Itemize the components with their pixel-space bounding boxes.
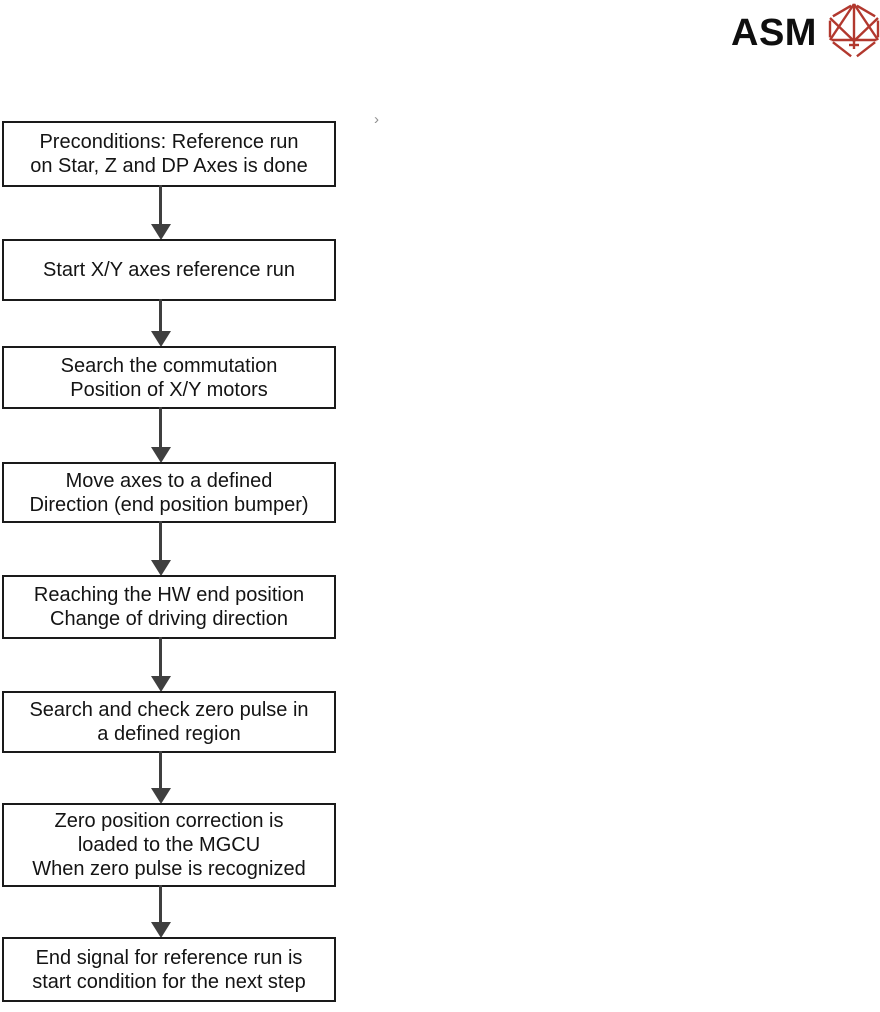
flow-arrow-line bbox=[159, 407, 162, 453]
flow-arrow-line bbox=[159, 885, 162, 928]
flow-arrow-head bbox=[150, 788, 171, 804]
flow-step-text: Start X/Y axes reference run bbox=[43, 259, 295, 281]
flow-step-text: Position of X/Y motors bbox=[70, 378, 268, 401]
flow-step-text: start condition for the next step bbox=[32, 970, 306, 993]
flow-step-text: Change of driving direction bbox=[50, 608, 288, 630]
flow-arrow-line bbox=[159, 751, 162, 794]
flow-arrow-line bbox=[159, 521, 162, 566]
flow-arrow-head bbox=[150, 560, 171, 576]
chevron-right-icon: › bbox=[374, 111, 379, 128]
flow-step-text: Search and check zero pulse in bbox=[29, 699, 309, 721]
flow-step-text: Zero position correction is bbox=[54, 810, 284, 832]
flow-step-text: Direction (end position bumper) bbox=[29, 493, 309, 516]
flow-arrow-line bbox=[159, 637, 162, 682]
flow-step-box: Start X/Y axes reference run bbox=[2, 239, 336, 301]
flow-step-text: Preconditions: Reference run bbox=[39, 131, 299, 153]
flow-arrow-line bbox=[159, 185, 162, 230]
flow-arrow-line bbox=[159, 299, 162, 337]
asm-wordmark: ASM bbox=[731, 12, 817, 54]
flow-step-text: Reaching the HW end position bbox=[33, 584, 305, 606]
flow-step-text: on Star, Z and DP Axes is done bbox=[30, 155, 308, 177]
flow-step-text: When zero pulse is recognized bbox=[32, 858, 306, 880]
flow-arrow-head bbox=[150, 224, 171, 240]
flow-arrow-head bbox=[150, 922, 171, 938]
flow-arrow-head bbox=[150, 447, 171, 463]
flow-step-text: loaded to the MGCU bbox=[77, 834, 261, 856]
flow-arrow-head bbox=[150, 331, 171, 347]
flow-step-text: a defined region bbox=[97, 723, 241, 745]
flow-step-text: End signal for reference run is bbox=[35, 946, 303, 969]
flow-arrow-head bbox=[150, 676, 171, 692]
flow-step-text: Search the commutation bbox=[60, 354, 278, 377]
flow-step-text: Move axes to a defined bbox=[65, 469, 273, 492]
asm-polyhedron-icon bbox=[828, 3, 880, 58]
